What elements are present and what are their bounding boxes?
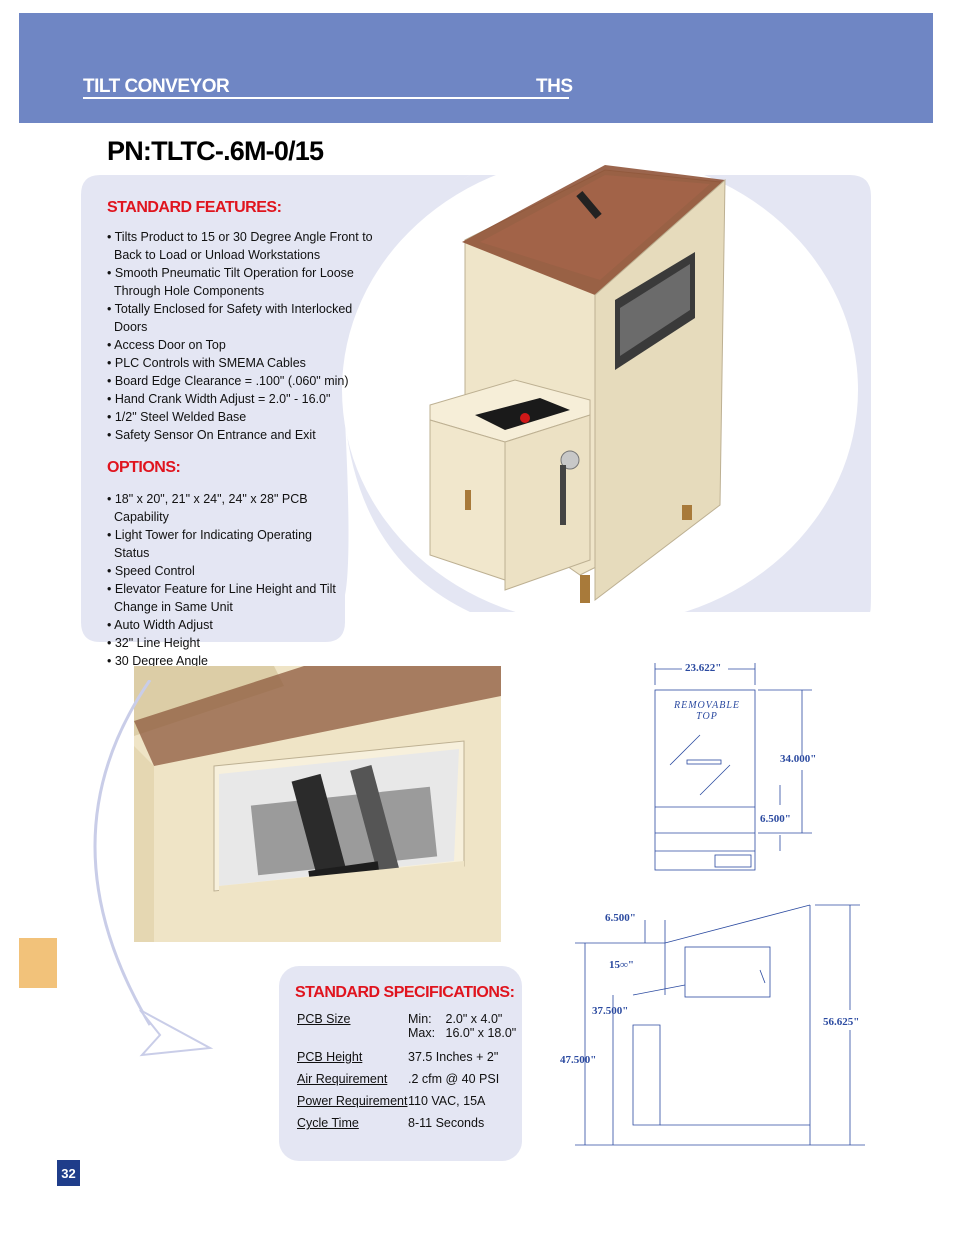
section-tab <box>19 938 57 988</box>
table-row: Cycle Time 8-11 Seconds <box>297 1116 516 1130</box>
dim-line-height: 37.500" <box>592 1005 629 1017</box>
standard-features-list: Tilts Product to 15 or 30 Degree Angle F… <box>107 228 387 444</box>
dim-height: 34.000" <box>780 753 817 765</box>
spec-value: Max: 16.0" x 18.0" <box>408 1026 517 1040</box>
list-item: Elevator Feature for Line Height and Til… <box>107 580 347 616</box>
header-band <box>19 13 933 123</box>
header-underline <box>83 97 569 99</box>
dim-angle: 15∞" <box>609 959 634 971</box>
table-row: PCB Height 37.5 Inches + 2" <box>297 1050 516 1064</box>
specifications-heading: STANDARD SPECIFICATIONS: <box>295 984 515 1001</box>
specifications-table: PCB Size Min: 2.0" x 4.0"Max: 16.0" x 18… <box>297 1012 516 1130</box>
list-item: 1/2" Steel Welded Base <box>107 408 387 426</box>
table-row: Air Requirement .2 cfm @ 40 PSI <box>297 1072 516 1086</box>
spec-label: PCB Height <box>297 1050 363 1064</box>
table-row: Power Requirement 110 VAC, 15A <box>297 1094 516 1108</box>
spec-label: Cycle Time <box>297 1116 359 1130</box>
part-number: PN:TLTC-.6M-0/15 <box>107 136 324 166</box>
spec-label: PCB Size <box>297 1012 351 1026</box>
list-item: 32" Line Height <box>107 634 347 652</box>
spec-value: 37.5 Inches + 2" <box>408 1050 499 1064</box>
list-item: Board Edge Clearance = .100" (.060" min) <box>107 372 387 390</box>
page-number: 32 <box>57 1160 80 1186</box>
list-item: Tilts Product to 15 or 30 Degree Angle F… <box>107 228 387 264</box>
table-row: PCB Size Min: 2.0" x 4.0"Max: 16.0" x 18… <box>297 1012 516 1040</box>
list-item: Light Tower for Indicating Operating Sta… <box>107 526 347 562</box>
removable-top-label: REMOVABLE TOP <box>673 700 741 722</box>
list-item: Totally Enclosed for Safety with Interlo… <box>107 300 387 336</box>
spec-value: Min: 2.0" x 4.0" <box>408 1012 503 1026</box>
spec-value: 110 VAC, 15A <box>408 1094 486 1108</box>
spec-value: .2 cfm @ 40 PSI <box>408 1072 500 1086</box>
table-row <box>297 1108 516 1116</box>
conveyor-closeup-photo <box>134 666 501 942</box>
spec-value: 8-11 Seconds <box>408 1116 485 1130</box>
side-view-drawing <box>575 904 865 1146</box>
dim-base-height: 47.500" <box>560 1054 597 1066</box>
list-item: PLC Controls with SMEMA Cables <box>107 354 387 372</box>
tilt-conveyor-photo <box>429 165 726 603</box>
header-code: THS <box>536 76 573 97</box>
table-row <box>297 1086 516 1094</box>
list-item: Smooth Pneumatic Tilt Operation for Loos… <box>107 264 387 300</box>
list-item: Hand Crank Width Adjust = 2.0" - 16.0" <box>107 390 387 408</box>
standard-features-heading: STANDARD FEATURES: <box>107 199 282 216</box>
spec-label: Power Requirement <box>297 1094 408 1108</box>
front-view-drawing <box>654 663 812 871</box>
list-item: Access Door on Top <box>107 336 387 354</box>
list-item: 30 Degree Angle <box>107 652 347 670</box>
header-title: TILT CONVEYOR <box>83 76 230 97</box>
dim-lower: 6.500" <box>760 813 791 825</box>
list-item: 18" x 20", 21" x 24", 24" x 28" PCB Capa… <box>107 490 347 526</box>
spec-label: Air Requirement <box>297 1072 388 1086</box>
dim-top-offset: 6.500" <box>605 912 636 924</box>
list-item: Safety Sensor On Entrance and Exit <box>107 426 387 444</box>
table-row <box>297 1040 516 1050</box>
table-row <box>297 1064 516 1072</box>
options-list: 18" x 20", 21" x 24", 24" x 28" PCB Capa… <box>107 490 347 670</box>
options-heading: OPTIONS: <box>107 459 181 476</box>
curved-arrow-icon <box>93 680 214 1057</box>
list-item: Auto Width Adjust <box>107 616 347 634</box>
dim-width: 23.622" <box>685 662 722 674</box>
list-item: Speed Control <box>107 562 347 580</box>
dim-overall: 56.625" <box>823 1016 860 1028</box>
